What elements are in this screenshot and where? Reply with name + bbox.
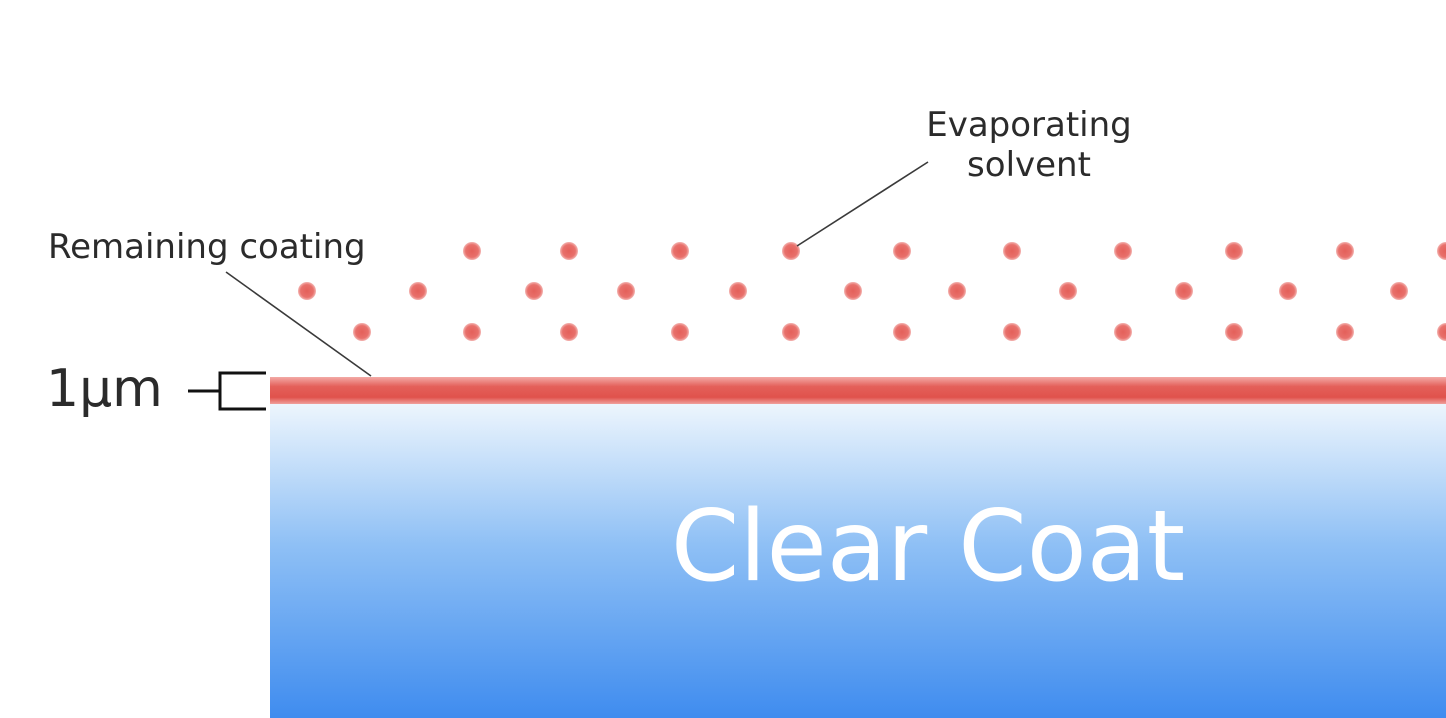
solvent-dot	[1059, 282, 1077, 300]
evaporating-solvent-leader-line	[796, 161, 929, 247]
thickness-label: 1µm	[46, 359, 163, 419]
solvent-dot	[1336, 323, 1354, 341]
remaining-coating-leader-line	[225, 271, 372, 377]
clear-coat-block	[270, 402, 1446, 718]
solvent-dot	[1175, 282, 1193, 300]
solvent-dot	[844, 282, 862, 300]
solvent-dot	[671, 323, 689, 341]
solvent-dot	[948, 282, 966, 300]
solvent-dot	[1279, 282, 1297, 300]
solvent-dot	[1114, 323, 1132, 341]
solvent-dot	[1437, 323, 1446, 341]
solvent-dot	[893, 323, 911, 341]
remaining-coating-layer	[270, 377, 1446, 404]
evaporating-solvent-label-line2: solvent	[967, 145, 1091, 185]
solvent-dot	[463, 242, 481, 260]
solvent-dot	[671, 242, 689, 260]
clear-coat-label: Clear Coat	[671, 490, 1185, 604]
remaining-coating-label: Remaining coating	[48, 227, 366, 267]
solvent-dot	[1114, 242, 1132, 260]
solvent-dot	[1225, 242, 1243, 260]
solvent-dot	[782, 323, 800, 341]
solvent-dot	[409, 282, 427, 300]
solvent-dot	[617, 282, 635, 300]
solvent-dot	[463, 323, 481, 341]
solvent-dot	[782, 242, 800, 260]
thickness-bracket	[188, 371, 266, 411]
solvent-dot	[298, 282, 316, 300]
solvent-dot	[1437, 242, 1446, 260]
solvent-dot	[1003, 242, 1021, 260]
solvent-dot	[1225, 323, 1243, 341]
solvent-dot	[1390, 282, 1408, 300]
solvent-dot	[1336, 242, 1354, 260]
solvent-dot	[560, 323, 578, 341]
solvent-dot	[893, 242, 911, 260]
solvent-dot	[1003, 323, 1021, 341]
solvent-dot	[525, 282, 543, 300]
solvent-dot	[560, 242, 578, 260]
solvent-dot	[353, 323, 371, 341]
solvent-dot	[729, 282, 747, 300]
evaporating-solvent-dots	[298, 242, 1446, 341]
evaporating-solvent-label-line1: Evaporating	[926, 105, 1132, 145]
